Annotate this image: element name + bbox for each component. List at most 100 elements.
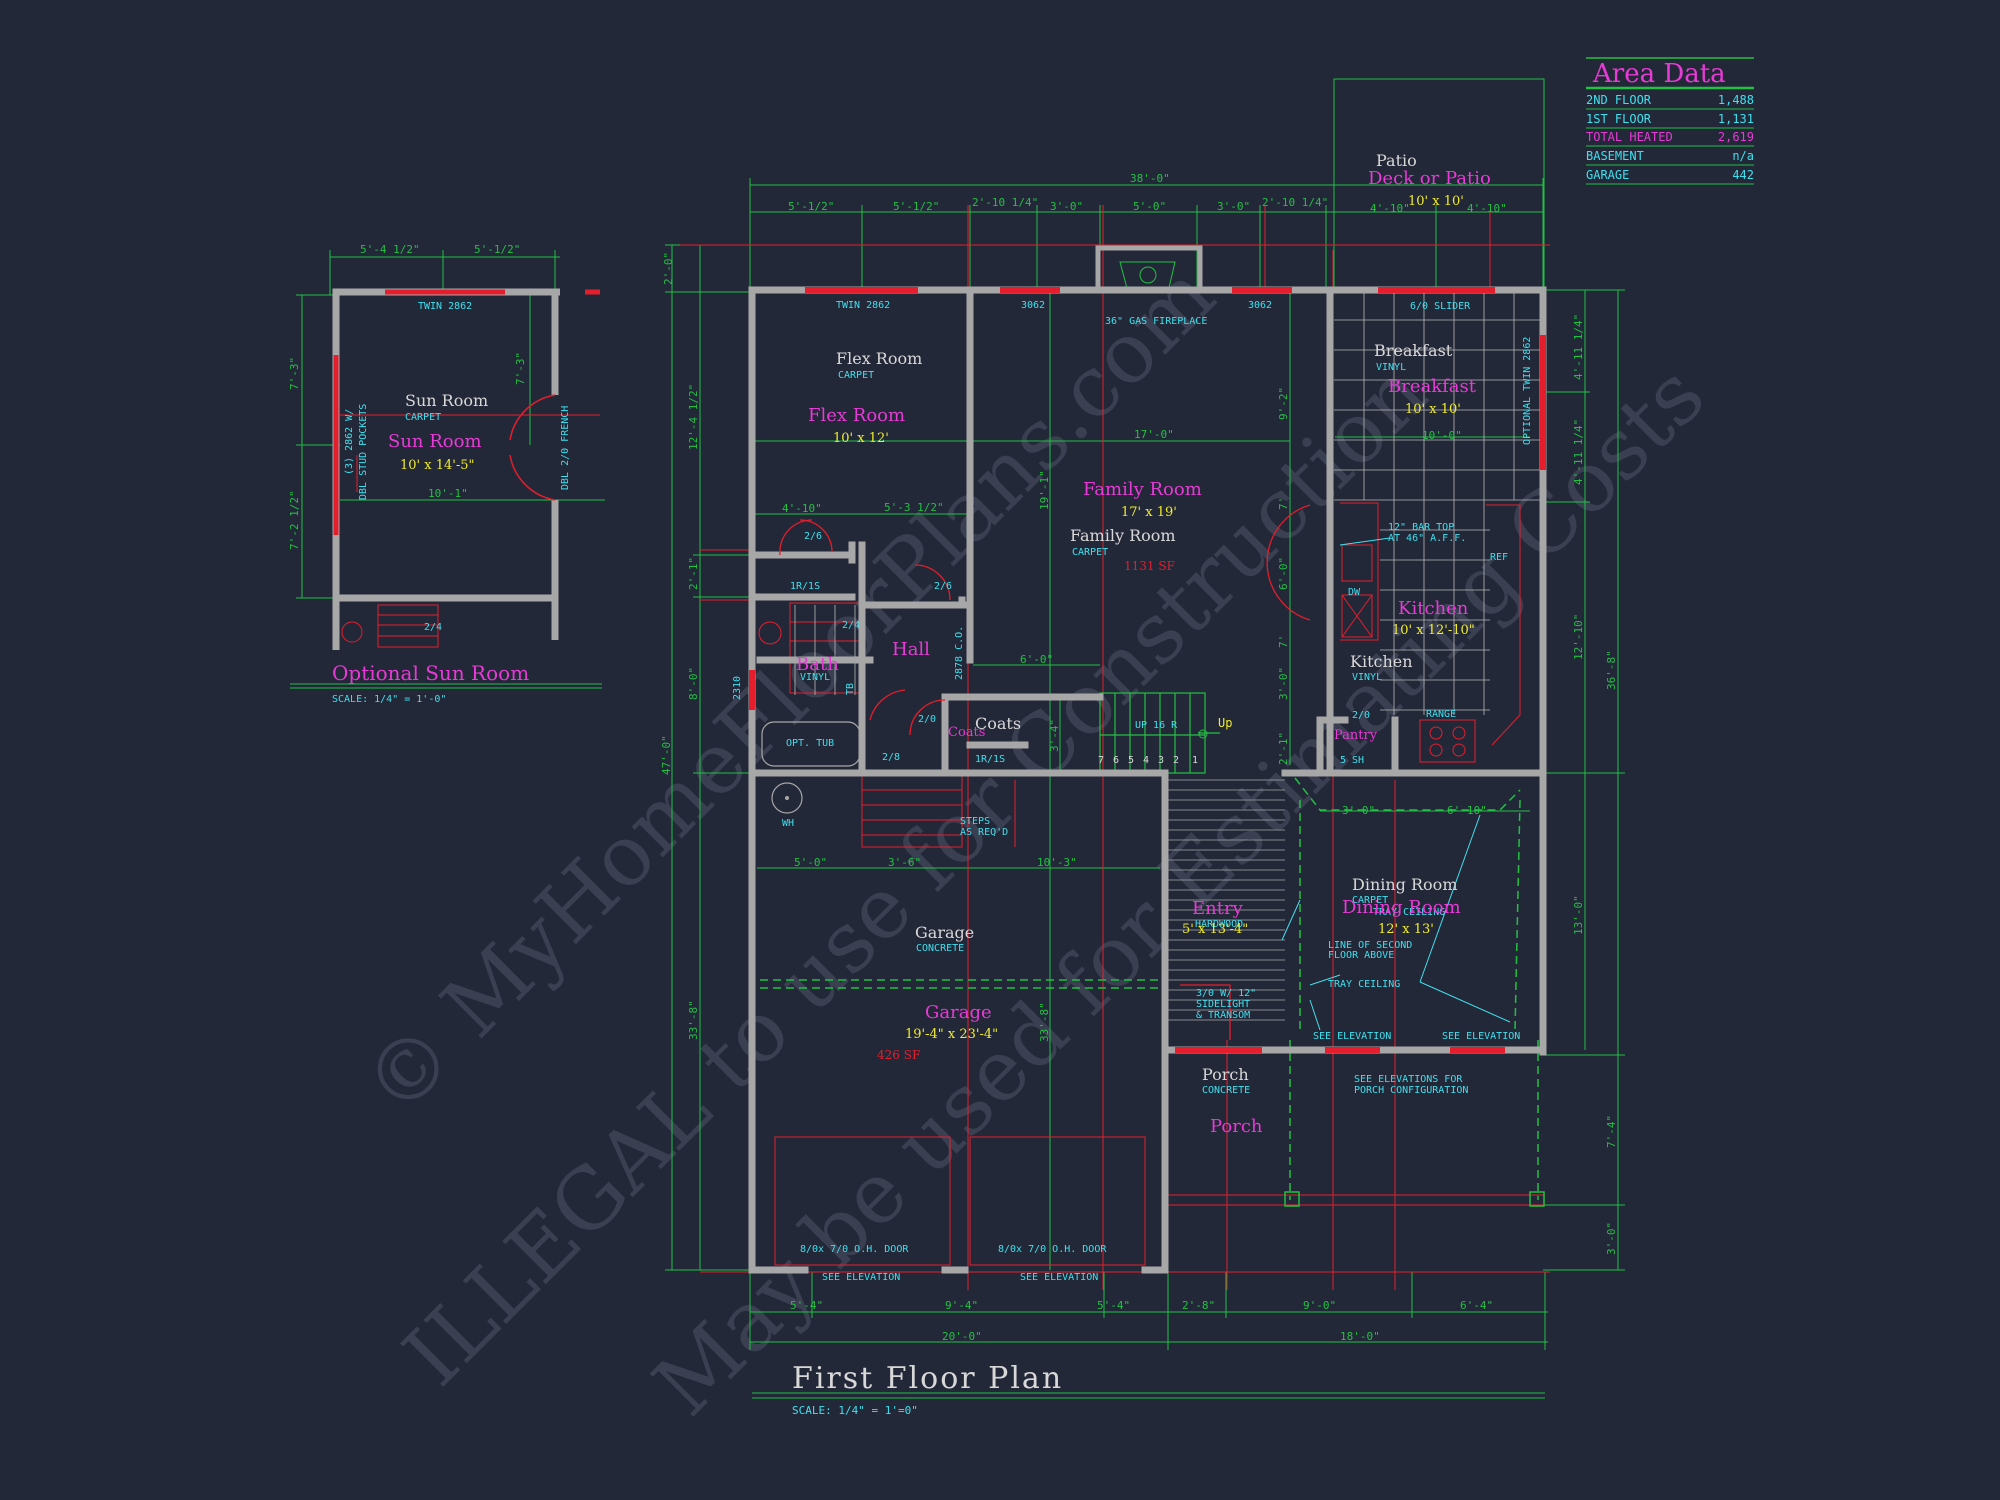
left-dim: 8'-0" (687, 667, 700, 700)
first-floor-plan: TWIN 2862 3062 3062 6/0 SLIDER OPTIONAL … (660, 78, 1625, 1417)
porch-config-1: SEE ELEVATIONS FOR (1354, 1074, 1463, 1085)
breakfast-name: Breakfast (1374, 341, 1453, 360)
interior-dim: 5'-0" (794, 856, 827, 869)
bath-title: Bath (796, 654, 839, 675)
door-24: 2/4 (842, 620, 860, 631)
interior-dim: 5'-3 1/2" (884, 501, 944, 514)
sun-room-left-dim-1: 7'-3" (288, 357, 301, 390)
bottom-dim: 2'-8" (1182, 1299, 1215, 1312)
interior-dim: 10'-3" (1037, 856, 1077, 869)
fireplace-label: 36" GAS FIREPLACE (1105, 316, 1207, 327)
sun-room-window-left: (3) 2862 W/ (344, 409, 355, 475)
interior-dim: 3'-0" (1342, 804, 1375, 817)
entry-title: Entry (1192, 898, 1244, 919)
see-elevation-1: SEE ELEVATION (822, 1272, 900, 1283)
kitchen-floor: VINYL (1352, 672, 1382, 683)
entry-door-1: 3/0 W/ 12" (1196, 988, 1256, 999)
window-3062-a: 3062 (1021, 300, 1045, 311)
interior-dim: 6'-10" (1447, 804, 1487, 817)
sun-room-top-dim-2: 5'-1/2" (474, 243, 520, 256)
bottom-dim: 9'-0" (1303, 1299, 1336, 1312)
area-row-label: 1ST FLOOR (1586, 112, 1652, 126)
sun-room-stair-label: 2/4 (424, 622, 442, 633)
interior-dim: 9'-2" (1277, 387, 1290, 420)
entry-size: 5' x 13'-4" (1182, 922, 1248, 937)
coats-name: Coats (975, 714, 1021, 733)
window-twin-2862: TWIN 2862 (836, 300, 890, 311)
top-dim: 5'-0" (1133, 200, 1166, 213)
porch-name: Porch (1202, 1065, 1249, 1084)
sun-room-plan: 5'-4 1/2" 5'-1/2" 7'-3" 7'-2 1/2" 7'-3" … (288, 243, 605, 705)
breakfast-floor: VINYL (1376, 362, 1406, 373)
top-dim: 4'-10" (1467, 202, 1507, 215)
right-dim: 13'-0" (1572, 895, 1585, 935)
interior-dim: 10'-0" (1422, 429, 1462, 442)
area-row-value: 1,131 (1718, 112, 1754, 126)
interior-dim: 7' (1277, 635, 1290, 648)
garage-title: Garage (925, 1002, 992, 1023)
area-row-label: GARAGE (1586, 168, 1629, 182)
area-row-value: 1,488 (1718, 93, 1754, 107)
stair-numbers: 7 6 5 4 3 2 1 (1098, 755, 1198, 766)
bar-top-label-1: 12" BAR TOP (1388, 522, 1454, 533)
bottom-dim: 6'-4" (1460, 1299, 1493, 1312)
see-elevation-2: SEE ELEVATION (1020, 1272, 1098, 1283)
up-arrow-label: Up (1218, 716, 1232, 730)
stair-number: 5 (1128, 755, 1134, 766)
optional-twin-label: OPTIONAL TWIN 2862 (1522, 337, 1533, 445)
kitchen-title: Kitchen (1398, 598, 1469, 619)
patio-title: Deck or Patio (1368, 168, 1491, 189)
right-dim: 7'-4" (1605, 1115, 1618, 1148)
area-row-value: n/a (1732, 149, 1754, 163)
dining-ceiling: TRAY CEILING (1373, 907, 1445, 918)
bottom-total-dim: 20'-0" (942, 1330, 982, 1343)
plan-title: First Floor Plan (792, 1361, 1063, 1396)
porch-floor: CONCRETE (1202, 1085, 1250, 1096)
interior-dim: 6'-0" (1277, 557, 1290, 590)
area-data-rows: 2ND FLOOR 1,488 1ST FLOOR 1,131 TOTAL HE… (1586, 93, 1754, 185)
bottom-dim: 5'-4" (1097, 1299, 1130, 1312)
area-row-value: 2,619 (1718, 130, 1754, 144)
top-dim: 3'-0" (1050, 200, 1083, 213)
pantry-title: Pantry (1334, 728, 1378, 743)
sun-room-scale: SCALE: 1/4" = 1'-0" (332, 694, 446, 705)
area-data-table: Area Data 2ND FLOOR 1,488 1ST FLOOR 1,13… (1586, 57, 1754, 185)
shelf-1r1s-b: 1R/1S (975, 754, 1005, 765)
sun-room-left-dim-2: 7'-2 1/2" (288, 490, 301, 550)
area-data-title: Area Data (1592, 59, 1726, 89)
area-row-label: 2ND FLOOR (1586, 93, 1652, 107)
door-20-b: 2/0 (1352, 710, 1370, 721)
steps-label-1: STEPS (960, 816, 990, 827)
sun-room-window-top: TWIN 2862 (418, 301, 472, 312)
shelf-1r1s-a: 1R/1S (790, 581, 820, 592)
stair-up-label: UP 16 R (1135, 720, 1178, 731)
top-dim: 2'-10 1/4" (1262, 196, 1328, 209)
garage-door-1: 8/0x 7/0 O.H. DOOR (800, 1244, 909, 1255)
sun-room-width-dim: 10'-1" (428, 487, 468, 500)
right-dim: 4'-11 1/4" (1572, 419, 1585, 485)
top-dim: 4'-10" (1370, 202, 1410, 215)
water-heater-label: WH (782, 818, 794, 829)
interior-dim: 33'-8" (1038, 1002, 1051, 1042)
interior-dim: 7' (1277, 497, 1290, 510)
window-3062-b: 3062 (1248, 300, 1272, 311)
sun-room-door-right: DBL 2/0 FRENCH (560, 406, 571, 490)
sun-room-floor: CARPET (405, 412, 441, 423)
tb-label: TB (845, 683, 856, 695)
flex-room-title: Flex Room (808, 405, 905, 426)
flex-room-size: 10' x 12' (833, 431, 889, 446)
door-28: 2/8 (882, 752, 900, 763)
sun-room-title: Sun Room (388, 431, 482, 452)
family-room-title: Family Room (1083, 479, 1202, 500)
sun-room-window-left-2: DBL STUD POCKETS (358, 404, 369, 500)
walls (748, 286, 1547, 1274)
windows (749, 287, 1546, 1053)
interior-dim: 3'-0" (1277, 667, 1290, 700)
left-dim: 2'-0" (662, 252, 675, 285)
sun-room-right-dim: 7'-3" (514, 352, 527, 385)
sun-room-size: 10' x 14'-5" (400, 458, 474, 473)
slider-door-label: 6/0 SLIDER (1410, 301, 1471, 312)
dining-room-size: 12' x 13' (1378, 922, 1434, 937)
patio-size: 10' x 10' (1408, 194, 1464, 209)
